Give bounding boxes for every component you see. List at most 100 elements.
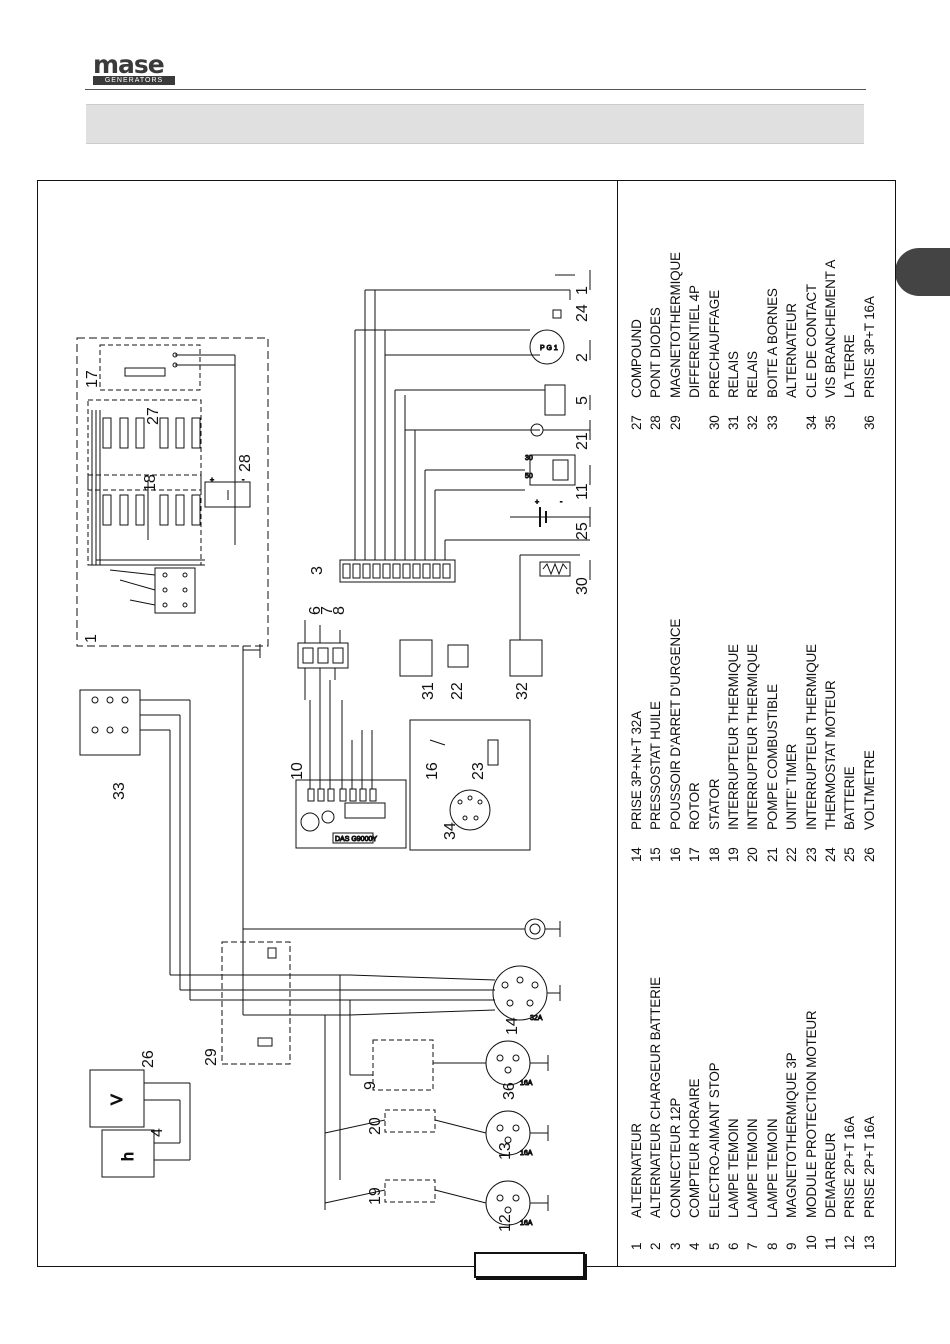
diagram-frame (37, 180, 896, 1267)
legend-number: 4 (687, 1242, 703, 1250)
legend-row: 15 PRESSOSTAT HUILE (646, 619, 665, 862)
legend-number: 16 (667, 847, 683, 862)
legend-text: MODULE PROTECTION MOTEUR (803, 1010, 819, 1218)
legend-row: 29 MAGNETOTHERMIQUE (666, 252, 685, 430)
legend-text: PRESSOSTAT HUILE (648, 701, 664, 830)
svg-text:17: 17 (84, 370, 101, 388)
alternator-box (76, 337, 269, 647)
legend-number: 9 (784, 1242, 800, 1250)
legend-text: MAGNETOTHERMIQUE 3P (784, 1052, 800, 1218)
legend-number: 29 (667, 415, 683, 430)
svg-text:20: 20 (367, 1117, 384, 1135)
svg-text:22: 22 (449, 682, 466, 700)
preheat-30 (539, 561, 571, 577)
legend-text: UNITE' TIMER (784, 743, 800, 830)
svg-text:11: 11 (574, 483, 591, 500)
socket-14: 32A (349, 965, 561, 1023)
socket-36: 16A (349, 1000, 549, 1091)
legend-row: ALTERNATEUR (782, 252, 801, 430)
legend-text: ALTERNATEUR (629, 1123, 644, 1218)
legend-text: PRECHAUFFAGE (706, 290, 722, 398)
svg-text:2: 2 (574, 353, 591, 362)
legend-text: BOITE A BORNES (764, 288, 780, 398)
legend-text: PRISE 2P+T 16A (861, 1116, 877, 1218)
brand-sub: GENERATORS (93, 76, 175, 85)
svg-text:33: 33 (111, 782, 128, 800)
battery-25: + - (510, 499, 590, 527)
svg-text:3: 3 (309, 566, 326, 575)
legend-number: 1 (629, 1242, 644, 1250)
svg-text:10: 10 (289, 762, 306, 780)
svg-text:28: 28 (237, 454, 254, 472)
legend-text: COMPOUND (629, 319, 644, 398)
svg-text:16A: 16A (520, 1220, 533, 1227)
legend-row: LA TERRE (840, 252, 859, 430)
svg-text:19: 19 (367, 1187, 384, 1205)
module-pins (307, 788, 377, 802)
svg-text:1: 1 (83, 634, 100, 643)
svg-text:V: V (109, 1094, 126, 1105)
rotor-coils (124, 352, 236, 545)
legend-divider (617, 180, 618, 1267)
legend-row: 25 BATTERIE (840, 619, 859, 862)
legend-text: INTERRUPTEUR THERMIQUE (745, 644, 761, 830)
protection-module-10 (295, 779, 407, 849)
legend-number: 34 (803, 415, 819, 430)
legend-text: MAGNETOTHERMIQUE (667, 252, 683, 398)
legend-number: 24 (823, 847, 839, 862)
svg-text:18: 18 (142, 474, 159, 492)
compound-windings (91, 410, 205, 566)
legend-text: LAMPE TEMOIN (764, 1118, 780, 1218)
svg-text:24: 24 (574, 304, 591, 322)
legend-number: 6 (726, 1242, 742, 1250)
legend-row: DIFFERENTIEL 4P (685, 252, 704, 430)
rotor-box (99, 344, 201, 391)
svg-text:+: + (210, 477, 214, 484)
legend-number: 25 (842, 847, 858, 862)
legend-row: 6 LAMPE TEMOIN (724, 977, 743, 1250)
legend-text: RELAIS (726, 351, 742, 398)
legend-number (782, 398, 801, 430)
svg-text:21: 21 (574, 432, 591, 450)
harness-wires (354, 289, 590, 640)
svg-text:32: 32 (514, 682, 531, 700)
legend-text: PRISE 3P+T 16A (861, 296, 877, 398)
legend-text: POMPE COMBUSTIBLE (764, 684, 780, 830)
legend-number: 10 (803, 1235, 819, 1250)
svg-text:23: 23 (470, 762, 487, 780)
svg-text:30: 30 (574, 577, 591, 595)
legend-text: DEMARREUR (823, 1132, 839, 1218)
svg-text:1: 1 (574, 286, 591, 295)
svg-text:16: 16 (424, 762, 441, 780)
legend-text: BATTERIE (842, 766, 858, 830)
title-bar (86, 104, 864, 144)
legend-number: 26 (861, 847, 877, 862)
legend-number: 19 (726, 847, 742, 862)
legend-number: 20 (745, 847, 761, 862)
key-switch-34 (449, 789, 491, 831)
relay-32 (509, 639, 543, 677)
legend-number: 15 (648, 847, 664, 862)
legend-text: LAMPE TEMOIN (726, 1118, 742, 1218)
legend-text: POUSSOIR D'ARRET D'URGENCE (667, 618, 683, 830)
diagram-labels: 1 17 27 18 28 3 6 7 8 10 16 31 22 23 32 … (83, 286, 591, 1232)
svg-text:DAS G9000Y: DAS G9000Y (335, 836, 377, 843)
brand-name: mase (93, 50, 165, 79)
legend-text: ALTERNATEUR (784, 303, 800, 398)
svg-text:13: 13 (497, 1142, 514, 1160)
diode-bridge: + - (204, 477, 251, 508)
legend-text: RELAIS (745, 351, 761, 398)
thermostat-24: P G 1 (529, 274, 575, 365)
